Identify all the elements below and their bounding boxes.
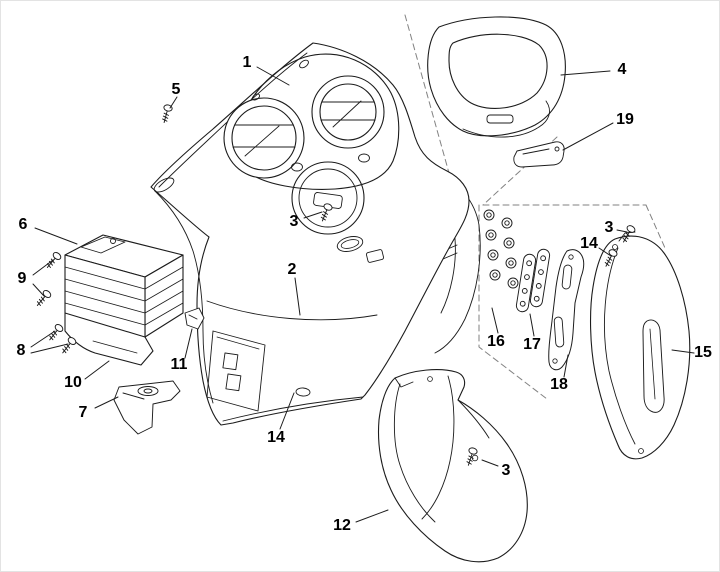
callout-10: 10 [64,374,82,391]
callout-14-bottom: 14 [267,429,285,446]
part-lower-bracket [113,380,181,435]
callout-8: 8 [16,342,26,359]
callout-6: 6 [18,216,28,233]
callout-14-right: 14 [580,235,598,252]
leader-lines [30,66,695,523]
part-clip [184,307,205,330]
callout-19: 19 [616,111,634,128]
callout-17: 17 [523,336,541,353]
part-trim-bracket [513,141,565,168]
part-storage-box [64,234,184,366]
callout-9: 9 [17,270,27,287]
callout-15: 15 [694,344,712,361]
callout-3-right: 3 [604,219,614,236]
callout-1: 1 [242,54,252,71]
part-front-shield [150,42,470,426]
assembly-dashed-lines [404,14,666,400]
callout-4: 4 [617,61,627,78]
callout-3-bottom: 3 [501,462,511,479]
callout-7: 7 [78,404,88,421]
callout-16: 16 [487,333,505,350]
callout-11: 11 [170,356,188,373]
part-side-panel [589,231,691,460]
callout-18: 18 [550,376,568,393]
callout-3-center: 3 [289,213,299,230]
part-slotted-strips [515,248,551,313]
callout-5: 5 [171,81,181,98]
part-headlight-visor [427,16,566,138]
callout-12: 12 [333,517,351,534]
part-vertical-bracket [548,249,585,371]
part-grommets [483,209,519,289]
callout-2: 2 [287,261,297,278]
part-lower-cover [378,369,528,563]
